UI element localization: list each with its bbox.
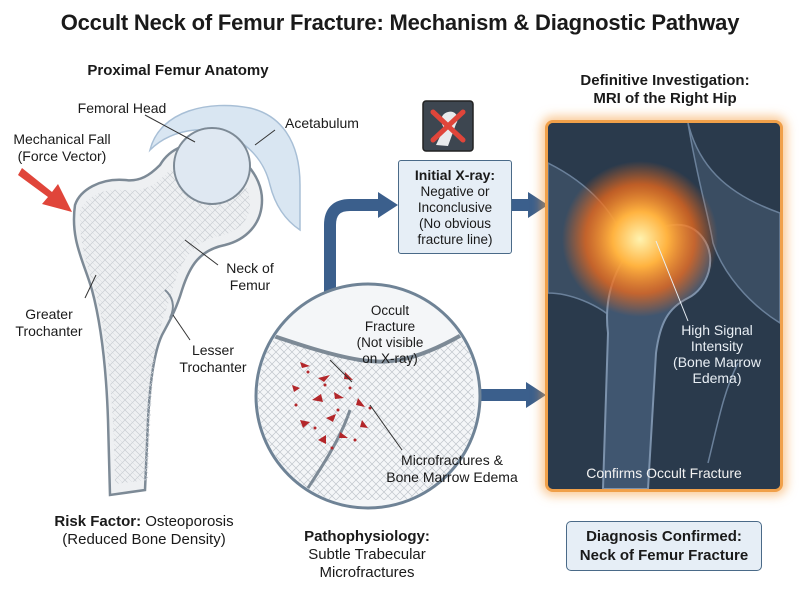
fall-label-line1: Mechanical Fall <box>13 131 111 147</box>
xray-line4: fracture line) <box>417 232 493 247</box>
micro-line1: Microfractures & <box>401 452 503 468</box>
anatomy-heading: Proximal Femur Anatomy <box>87 62 269 79</box>
initial-xray-box: Initial X-ray: Negative or Inconclusive … <box>398 160 512 254</box>
risk-factor-label: Risk Factor: Osteoporosis (Reduced Bone … <box>24 513 264 549</box>
xray-line3: (No obvious <box>418 216 492 231</box>
microfracture-marks <box>292 362 372 450</box>
occult-fracture-label: Occult Fracture (Not visible on X-ray) <box>350 303 430 367</box>
occult-line2: Fracture <box>364 319 416 334</box>
confirms-label: Confirms Occult Fracture <box>586 465 742 481</box>
lesser-trochanter-label: Lesser Trochanter <box>168 342 258 376</box>
neck-label-line2: Femur <box>229 277 271 293</box>
occult-line4: on X-ray) <box>362 351 418 366</box>
mri-heading: Definitive Investigation: MRI of the Rig… <box>540 72 790 108</box>
pathway-arrows <box>324 192 548 408</box>
signal-line3: (Bone Marrow <box>673 354 761 370</box>
patho-heading: Pathophysiology: <box>304 528 430 545</box>
signal-line2: Intensity <box>690 338 744 354</box>
neck-label: Neck of Femur <box>210 260 290 294</box>
xray-icon <box>422 100 474 152</box>
risk-factor-bold: Risk Factor: <box>54 513 142 530</box>
lesser-trochanter-line1: Lesser <box>191 342 235 358</box>
xray-line1: Negative or <box>420 184 490 199</box>
acetabulum-shape <box>148 104 301 232</box>
occult-line3: (Not visible <box>356 335 424 350</box>
risk-factor-line2: (Reduced Bone Density) <box>62 531 226 548</box>
mri-heading-line2: MRI of the Right Hip <box>593 90 737 107</box>
pathophysiology-label: Pathophysiology: Subtle Trabecular Micro… <box>282 528 452 582</box>
mri-heading-line1: Definitive Investigation: <box>580 72 750 89</box>
xray-heading: Initial X-ray: <box>414 167 496 183</box>
neck-label-line1: Neck of <box>226 260 274 276</box>
page-title: Occult Neck of Femur Fracture: Mechanism… <box>60 10 740 35</box>
xray-line2: Inconclusive <box>417 200 493 215</box>
signal-line4: Edema) <box>692 370 742 386</box>
mri-image <box>548 123 780 489</box>
femur-illustration <box>72 127 264 497</box>
anatomy-leader-lines <box>84 114 276 341</box>
microfractures-label: Microfractures & Bone Marrow Edema <box>376 452 528 486</box>
force-vector-arrow <box>18 168 72 212</box>
risk-factor-text: Osteoporosis <box>141 513 234 530</box>
mri-panel <box>545 120 783 492</box>
fall-label: Mechanical Fall (Force Vector) <box>2 131 122 165</box>
zoom-circle <box>254 282 482 510</box>
diagnosis-line1: Diagnosis Confirmed: <box>586 528 742 545</box>
fall-label-line2: (Force Vector) <box>17 148 107 164</box>
lesser-trochanter-line2: Trochanter <box>179 359 247 375</box>
femoral-head-label: Femoral Head <box>77 100 167 116</box>
diagnosis-box: Diagnosis Confirmed: Neck of Femur Fract… <box>566 521 762 571</box>
signal-intensity-label: High Signal Intensity (Bone Marrow Edema… <box>662 322 772 386</box>
micro-line2: Bone Marrow Edema <box>386 469 518 485</box>
greater-trochanter-label: Greater Trochanter <box>4 306 94 340</box>
signal-line1: High Signal <box>681 322 753 338</box>
greater-trochanter-line2: Trochanter <box>15 323 83 339</box>
patho-line2: Microfractures <box>319 564 415 581</box>
patho-line1: Subtle Trabecular <box>308 546 426 563</box>
acetabulum-label: Acetabulum <box>285 115 359 131</box>
diagnosis-line2: Neck of Femur Fracture <box>579 547 749 564</box>
greater-trochanter-line1: Greater <box>25 306 73 322</box>
occult-line1: Occult <box>370 303 410 318</box>
